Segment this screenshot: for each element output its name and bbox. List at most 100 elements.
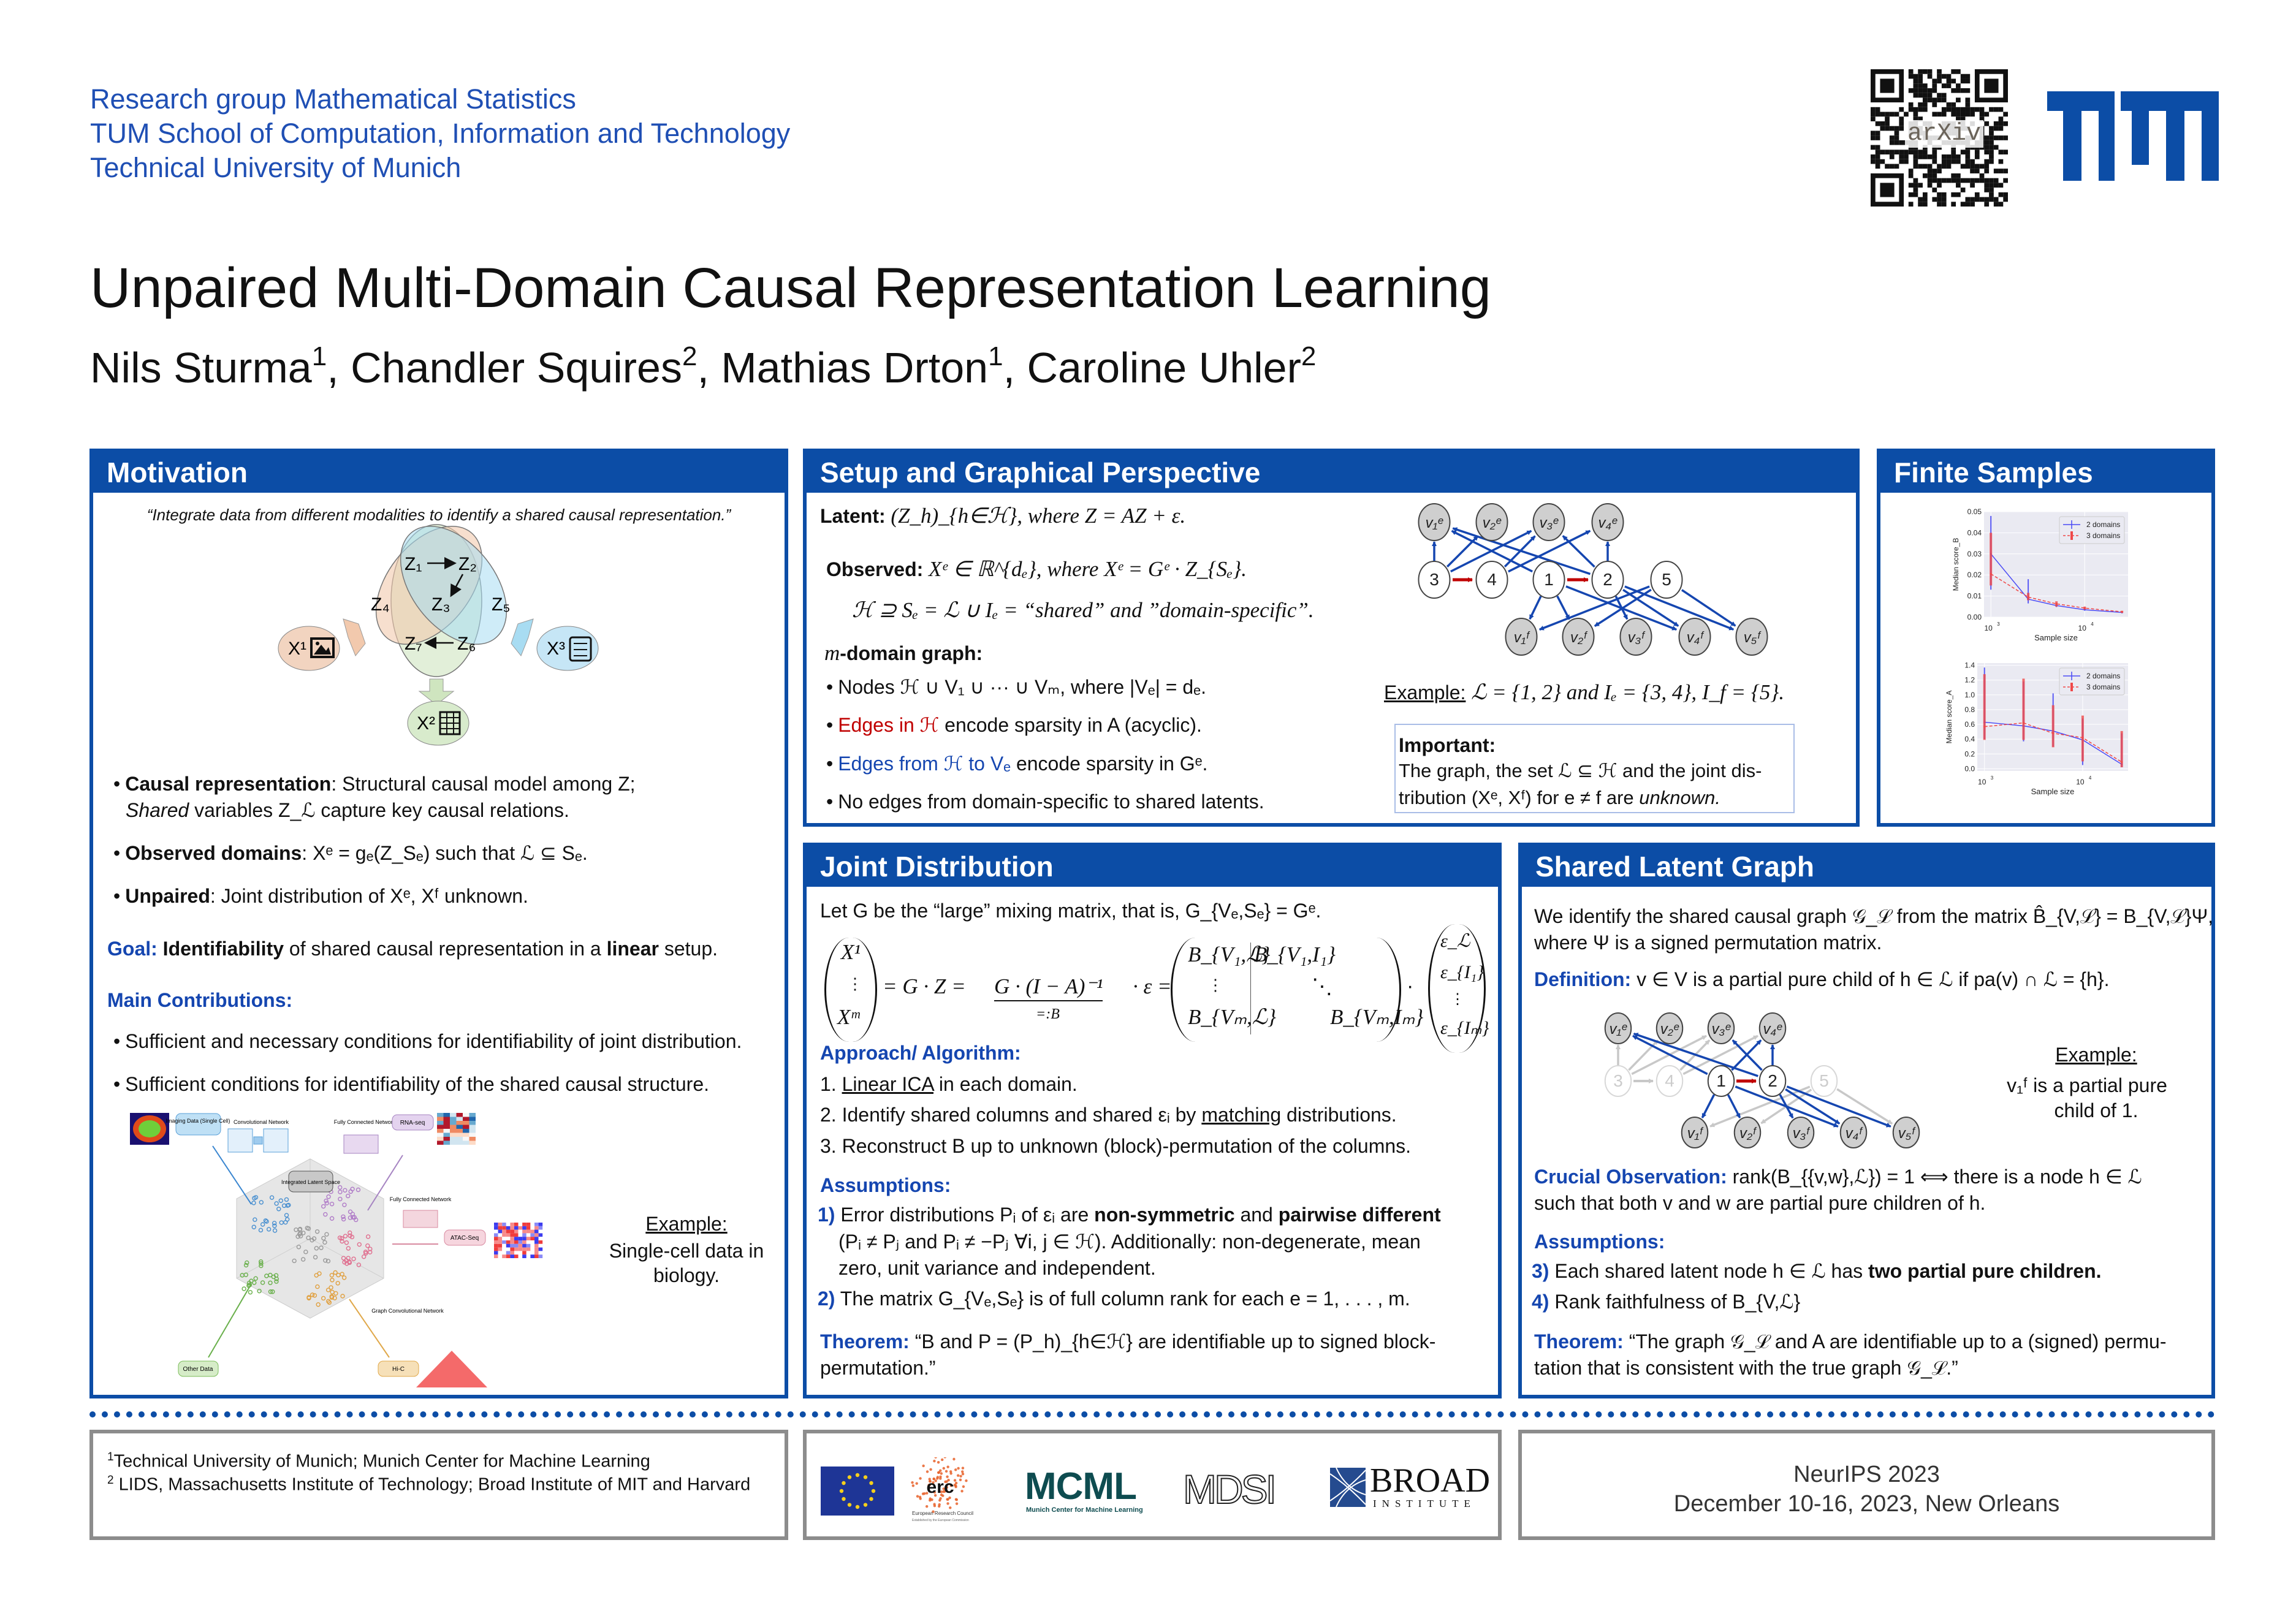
graph-edge [1836,1088,1893,1125]
erc-dot [942,1490,945,1493]
affiliation-line: TUM School of Computation, Information a… [90,118,791,149]
scatter-dot [274,1201,279,1206]
heatmap-cell [494,1251,498,1255]
scatter-dot [348,1189,353,1194]
scatter-dot [284,1213,289,1218]
heatmap-cell [522,1251,526,1255]
latent-z3: Z₃ [431,594,450,615]
scatter-dot [310,1292,315,1297]
heatmap-cell [510,1223,514,1226]
node-label: v₅ᶠ [1744,629,1762,646]
node-label: v₂ᶠ [1570,629,1588,646]
mcml-logo: MCML [1025,1465,1137,1508]
hic-arrow [349,1299,390,1358]
heatmap-cell [469,1140,476,1145]
scatter-dot [344,1258,349,1263]
heatmap-cell [443,1137,450,1141]
heatmap-cell [463,1140,469,1145]
heatmap-cell [498,1229,503,1234]
scatter-dot [329,1201,335,1207]
other-data-label: Other Data [183,1366,213,1373]
scatter-dot [329,1273,335,1278]
shared-example-line: v₁ᶠ is a partial pure [2007,1074,2167,1096]
erc-dot [961,1473,965,1476]
scatter-dot [292,1258,297,1264]
heatmap-cell [522,1243,526,1248]
bullet-causal-representation: Causal representation: Structural causal… [113,772,635,796]
graph-edge [1538,585,1650,631]
observed-node [1604,1012,1632,1044]
scatter-dot [283,1220,288,1225]
scatter-dot [365,1234,371,1239]
arxiv-qr-code[interactable] [1869,69,2009,207]
latent-node [1758,1065,1787,1097]
example-line: Single-cell data in [609,1240,764,1262]
venue-dates: December 10-16, 2023, New Orleans [1673,1491,2060,1517]
latent-node [1655,1065,1684,1097]
heatmap-cell [502,1254,506,1258]
assumption-1: 1) Error distributions Pᵢ of εᵢ are non-… [818,1204,1441,1226]
observed-node [1733,1117,1762,1148]
y-tick-label: 0.01 [1967,592,1982,601]
algorithm-step: 3. Reconstruct B up to unknown (block)-p… [820,1135,1412,1157]
heatmap-cell [526,1226,531,1230]
scatter-dot [330,1278,335,1283]
heatmap-cell [506,1254,511,1258]
heatmap-cell [518,1254,523,1258]
rna-arrow [367,1155,403,1211]
observed-node [1892,1117,1920,1148]
erc-dot [946,1465,949,1468]
x-tick-exponent: 4 [2089,775,2092,781]
gcn-label: Graph Convolutional Network [371,1308,444,1314]
legend-label: 2 domains [2086,520,2120,529]
scatter-dot [327,1300,332,1305]
author-affil-mark: 1 [311,341,327,371]
heatmap-cell [506,1240,511,1244]
erc-dot [940,1490,943,1493]
observed-node [1839,1117,1868,1148]
erc-dot [933,1459,936,1463]
node-label: 5 [1662,570,1671,589]
scatter-dot [333,1291,338,1296]
heatmap-cell [518,1237,523,1240]
observed-node [1758,1012,1787,1044]
graph-edge [1701,1094,1716,1118]
heatmap-cell [522,1237,526,1240]
bullet-mixing-edges: Edges from ℋ to Vₑ encode sparsity in Gᵉ… [826,751,1207,776]
heatmap-cell [437,1140,444,1145]
scatter-dot [348,1230,352,1235]
node-label: 4 [1665,1071,1674,1090]
latent-node [1604,1065,1632,1097]
scatter-dot [348,1215,353,1220]
heatmap-cell [514,1233,519,1237]
x-axis-label: Sample size [2031,787,2075,796]
observed-node [1655,1012,1684,1044]
erc-dot [961,1470,964,1473]
edge-z2-z3 [450,574,464,598]
heatmap-cell [522,1240,526,1244]
heatmap-cell [526,1243,531,1248]
heatmap-cell [498,1237,503,1240]
heatmap-cell [518,1243,523,1248]
heatmap-cell [534,1247,539,1251]
series-line [1990,573,2123,613]
scatter-dot [259,1261,264,1266]
heatmap-cell [502,1223,506,1226]
scatter-dot [259,1200,264,1205]
node-label: 3 [1429,570,1439,589]
hic-label: Hi-C [392,1366,405,1373]
scatter-dot [368,1250,373,1254]
scatter-dot [264,1219,269,1224]
graph-edge [1681,589,1736,627]
erc-dot [928,1478,931,1481]
heatmap-cell [443,1113,450,1117]
scatter-dot [306,1235,311,1240]
shared-intro: We identify the shared causal graph 𝒢_ℒ … [1534,905,2214,927]
scatter-dot [297,1227,302,1232]
latent-node [1591,561,1624,599]
scatter-dot [284,1197,289,1202]
footer-affiliations-box [89,1430,788,1540]
scatter-dot [344,1240,349,1245]
